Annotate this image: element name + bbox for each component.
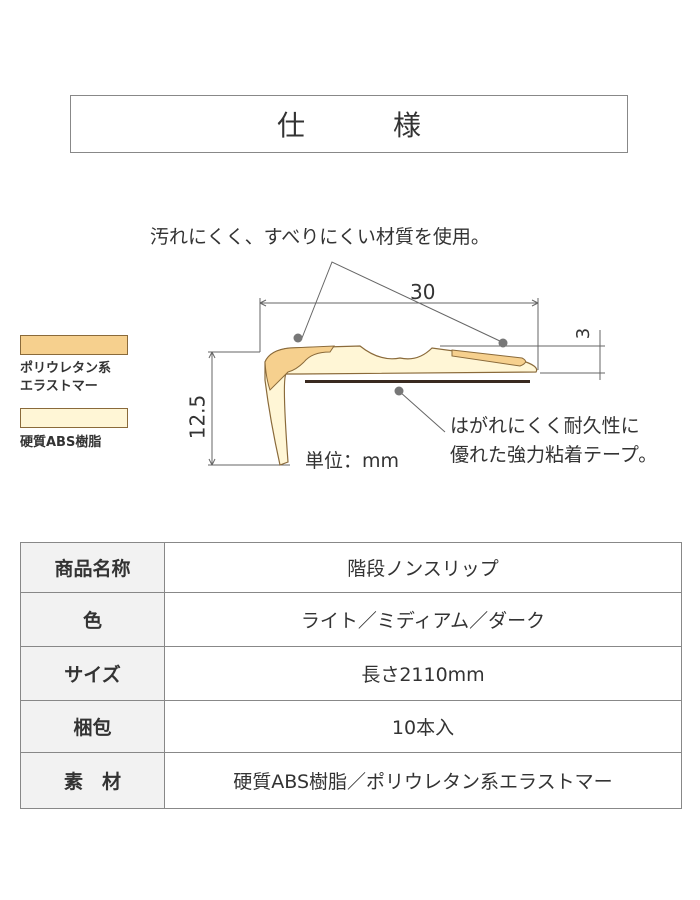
legend-swatch-elastomer [20,335,128,355]
page-title: 仕 様 [70,95,628,153]
table-row: 色ライト／ミディアム／ダーク [20,592,682,647]
dimension-line-thickness [440,330,605,380]
dimension-line-height [208,351,290,466]
legend-label-abs: 硬質ABS樹脂 [20,435,102,450]
legend-label-line: エラストマー [20,379,98,394]
row-value: 長さ2110mm [164,646,682,701]
elastomer-nose [264,345,335,391]
row-value: 硬質ABS樹脂／ポリウレタン系エラストマー [164,752,682,809]
table-row: 商品名称階段ノンスリップ [20,542,682,593]
elastomer-strip [451,349,526,367]
row-header: 素 材 [20,752,165,809]
tape-note-line2: 優れた強力粘着テープ。 [450,444,658,466]
legend-label-line: ポリウレタン系 [20,361,112,376]
unit-label: 単位：mm [305,450,400,472]
dimension-line-width [208,298,539,370]
tape-note-line1: はがれにくく耐久性に [450,415,640,437]
material-note: 汚れにくく、すべりにくい材質を使用。 [150,226,490,248]
row-value: ライト／ミディアム／ダーク [164,592,682,647]
dimension-width-label: 30 [410,280,436,304]
legend-label-elastomer: ポリウレタン系 エラストマー [20,360,111,396]
row-header: 商品名称 [20,542,165,593]
row-header: サイズ [20,646,165,701]
table-row: 素 材硬質ABS樹脂／ポリウレタン系エラストマー [20,752,682,809]
adhesive-tape [305,380,530,383]
row-header: 色 [20,592,165,647]
table-row: サイズ長さ2110mm [20,646,682,701]
legend-swatch-abs [20,408,128,428]
spec-table: 商品名称階段ノンスリップ 色ライト／ミディアム／ダーク サイズ長さ2110mm … [20,542,682,809]
row-value: 階段ノンスリップ [164,542,682,593]
dimension-thickness-label: 3 [573,327,595,340]
tape-note: はがれにくく耐久性に 優れた強力粘着テープ。 [450,412,657,470]
dimension-height-label: 12.5 [185,394,210,440]
row-value: 10本入 [164,700,682,753]
profile-diagram [208,261,605,466]
row-header: 梱包 [20,700,165,753]
